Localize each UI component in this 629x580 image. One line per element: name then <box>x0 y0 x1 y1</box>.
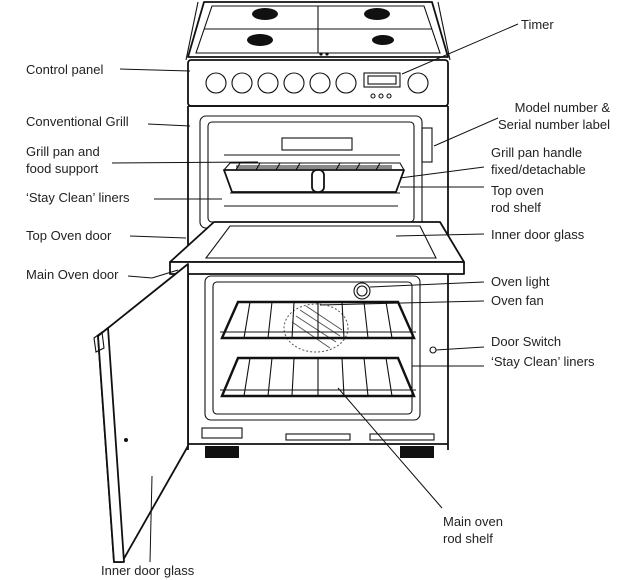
gas-burners <box>247 8 394 56</box>
top-oven-door <box>169 221 465 275</box>
hob <box>185 1 451 61</box>
label-stay-clean-left: ‘Stay Clean’ liners <box>26 190 130 205</box>
oven-fan <box>283 303 349 353</box>
grill-pan <box>222 162 405 193</box>
label-control-panel: Control panel <box>26 62 104 77</box>
label-stay-clean-right: ‘Stay Clean’ liners <box>491 354 595 369</box>
label-grill-pan-handle: Grill pan handle fixed/detachable <box>491 145 586 177</box>
label-top-oven-rod-shelf: Top oven rod shelf <box>491 183 544 215</box>
control-panel <box>187 59 449 107</box>
label-grill-pan: Grill pan and food support <box>26 144 100 176</box>
label-timer: Timer <box>521 17 554 32</box>
leader-lines <box>111 23 519 563</box>
label-inner-door-glass-bottom: Inner door glass <box>101 563 195 578</box>
label-main-oven-rod-shelf: Main oven rod shelf <box>443 514 503 546</box>
label-inner-door-glass-right: Inner door glass <box>491 227 585 242</box>
label-main-oven-door: Main Oven door <box>26 267 119 282</box>
label-model-number: Model number & Serial number label <box>497 100 610 132</box>
label-conventional-grill: Conventional Grill <box>26 114 129 129</box>
label-oven-light: Oven light <box>491 274 550 289</box>
label-oven-fan: Oven fan <box>491 293 544 308</box>
main-oven-cavity <box>204 275 437 421</box>
label-door-switch: Door Switch <box>491 334 562 349</box>
main-oven-door <box>93 263 189 563</box>
main-oven-rod-shelves <box>220 300 416 398</box>
label-top-oven-door: Top Oven door <box>26 228 112 243</box>
